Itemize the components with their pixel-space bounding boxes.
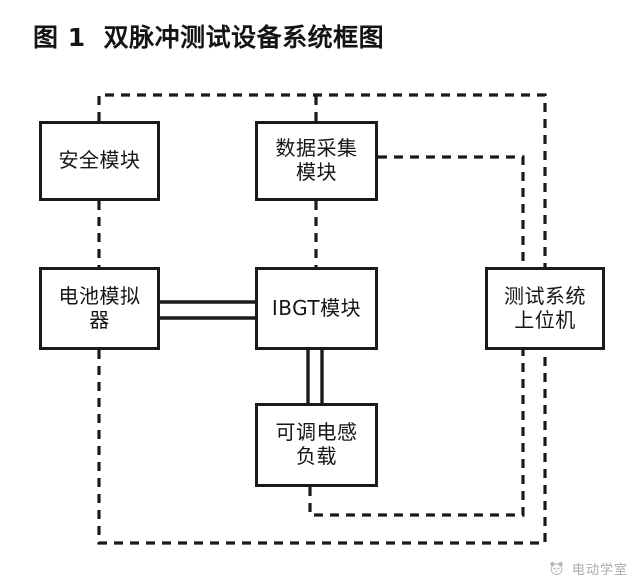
block-safety: 安全模块: [39, 121, 160, 201]
figure-title: 图 1 双脉冲测试设备系统框图: [33, 18, 384, 54]
block-data-acquisition: 数据采集 模块: [255, 121, 378, 201]
block-adjustable-inductive-load: 可调电感 负载: [255, 403, 378, 487]
connector-battery-outer-loop: [97, 350, 547, 545]
block-safety-label: 安全模块: [58, 148, 141, 173]
block-igbt-label: IBGT模块: [271, 295, 362, 320]
connector-top-bus: [97, 93, 547, 267]
block-igbt: IBGT模块: [255, 267, 378, 350]
panda-face-icon: [550, 561, 563, 575]
block-battery-simulator: 电池模拟 器: [39, 267, 160, 350]
connector-inductor-to-host: [308, 350, 525, 517]
block-battery-simulator-label: 电池模拟 器: [58, 283, 141, 332]
connector-dataacq-to-host: [378, 155, 525, 267]
figure-title-text: 双脉冲测试设备系统框图: [103, 23, 385, 52]
figure-number: 图 1: [33, 23, 86, 52]
block-data-acquisition-label: 数据采集 模块: [275, 136, 358, 184]
block-adjustable-inductive-load-label: 可调电感 负载: [275, 420, 358, 468]
watermark: 电动学室: [548, 559, 628, 578]
block-test-system-host: 测试系统 上位机: [485, 267, 605, 350]
watermark-text: 电动学室: [571, 563, 628, 578]
block-test-system-host-label: 测试系统 上位机: [504, 283, 586, 332]
